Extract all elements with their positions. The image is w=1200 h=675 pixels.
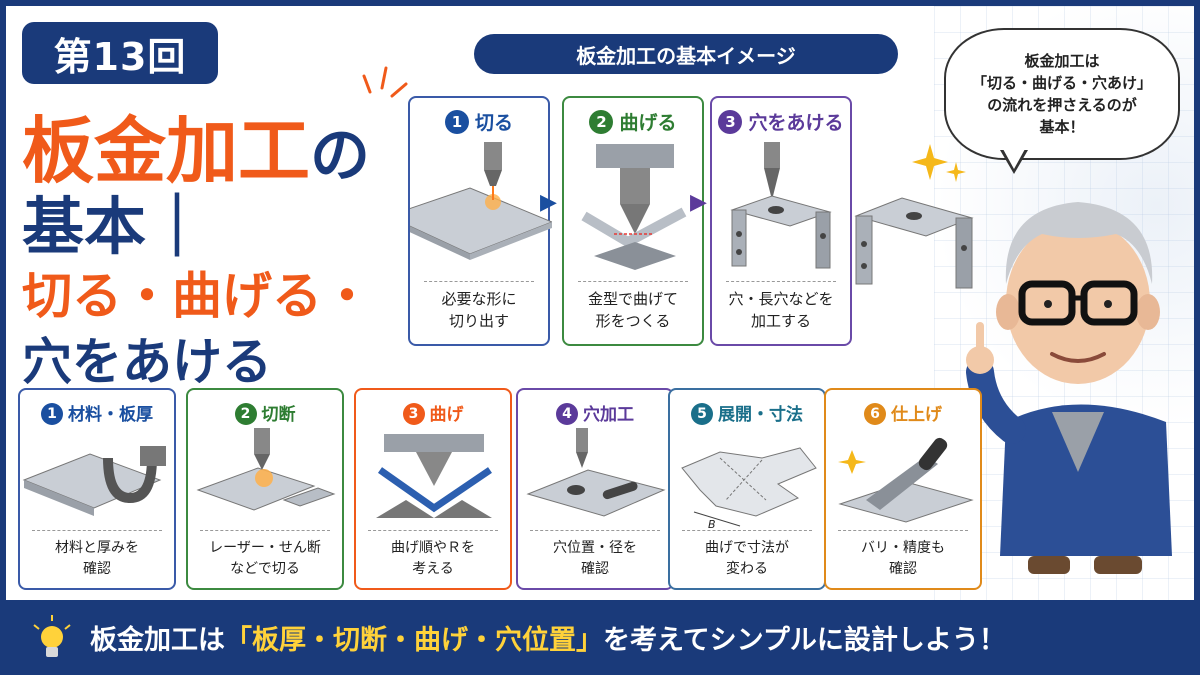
- step-caption: 金型で曲げて形をつくる: [587, 290, 678, 330]
- card-caption: 穴位置・径を確認: [553, 540, 637, 577]
- step-number: 2: [589, 110, 614, 134]
- card-label: 穴加工: [583, 405, 634, 425]
- step-number: 3: [718, 110, 743, 134]
- step-label: 切る: [474, 112, 513, 134]
- laser-cutting-icon: [410, 142, 552, 260]
- drilling-bracket-icon: [730, 142, 832, 269]
- card-caption: 曲げで寸法が変わる: [705, 540, 789, 577]
- finished-bracket-icon: [854, 197, 974, 289]
- emphasis-lines-icon: [362, 66, 408, 98]
- v-die-bending-icon: [376, 434, 492, 518]
- flow-arrow-icon: ▶: [690, 190, 707, 215]
- card-divider: [200, 530, 330, 531]
- speech-bubble: 板金加工は 「切る・曲げる・穴あけ」 の流れを押さえるのが 基本！: [944, 28, 1180, 160]
- card-label: 曲げ: [429, 405, 464, 425]
- footer-highlight: 「板厚・切断・曲げ・穴位置」: [225, 625, 603, 656]
- step-caption: 必要な形に切り出す: [441, 290, 517, 330]
- card-number: 5: [691, 403, 713, 425]
- card-label: 仕上げ: [891, 405, 942, 425]
- title-line-2: 基本｜: [22, 190, 209, 263]
- step-divider: [578, 281, 688, 282]
- card-number: 6: [864, 403, 886, 425]
- engineer-mascot-illustration: [966, 202, 1172, 574]
- step-label: 穴をあける: [748, 112, 844, 134]
- card-divider: [838, 530, 968, 531]
- card-divider: [530, 530, 660, 531]
- card-number: 3: [402, 403, 425, 425]
- card-label: 切断: [261, 405, 296, 425]
- laser-cutting-icon: [196, 428, 336, 511]
- diagram-header: 板金加工の基本イメージ: [474, 34, 898, 74]
- step-number: 1: [444, 110, 469, 134]
- sparkle-icon: [912, 144, 966, 182]
- card-divider: [682, 530, 812, 531]
- press-brake-bending-icon: [581, 144, 687, 270]
- flow-arrow-icon: ▶: [540, 190, 557, 215]
- title-line-3: 切る・曲げる・: [22, 267, 372, 325]
- card-number: 4: [556, 403, 578, 425]
- step-divider: [424, 281, 534, 282]
- title-main: 板金加工: [22, 109, 311, 193]
- card-number: 2: [234, 403, 257, 425]
- footer-banner: 板金加工は「板厚・切断・曲げ・穴位置」を考えてシンプルに設計しよう！: [0, 600, 1200, 675]
- card-caption: レーザー・せん断などで切る: [209, 540, 321, 577]
- flat-pattern-icon: B: [681, 447, 817, 528]
- card-caption: 材料と厚みを確認: [55, 540, 139, 577]
- title-particle: の: [310, 121, 371, 191]
- step-divider: [726, 281, 836, 282]
- episode-badge: 第13回: [22, 22, 218, 84]
- hole-plate-icon: [526, 428, 666, 517]
- card-divider: [32, 530, 162, 531]
- caliper-sheet-icon: [22, 446, 166, 516]
- step-caption: 穴・長穴などを加工する: [728, 290, 834, 330]
- card-caption: 曲げ順やＲを考える: [391, 540, 475, 577]
- lightbulb-icon: [33, 614, 71, 657]
- card-label: 材料・板厚: [68, 405, 153, 425]
- dimension-label: B: [708, 518, 716, 528]
- card-caption: バリ・精度も確認: [861, 540, 945, 577]
- card-divider: [368, 530, 498, 531]
- title-line-4: 穴をあける: [22, 333, 272, 391]
- title-line-1: 板金加工の: [22, 92, 370, 197]
- card-label: 展開・寸法: [718, 405, 803, 425]
- card-number: 1: [41, 403, 63, 425]
- step-label: 曲げる: [619, 112, 677, 134]
- footer-message: 板金加工は「板厚・切断・曲げ・穴位置」を考えてシンプルに設計しよう！: [90, 625, 1006, 656]
- file-deburring-icon: [838, 437, 974, 523]
